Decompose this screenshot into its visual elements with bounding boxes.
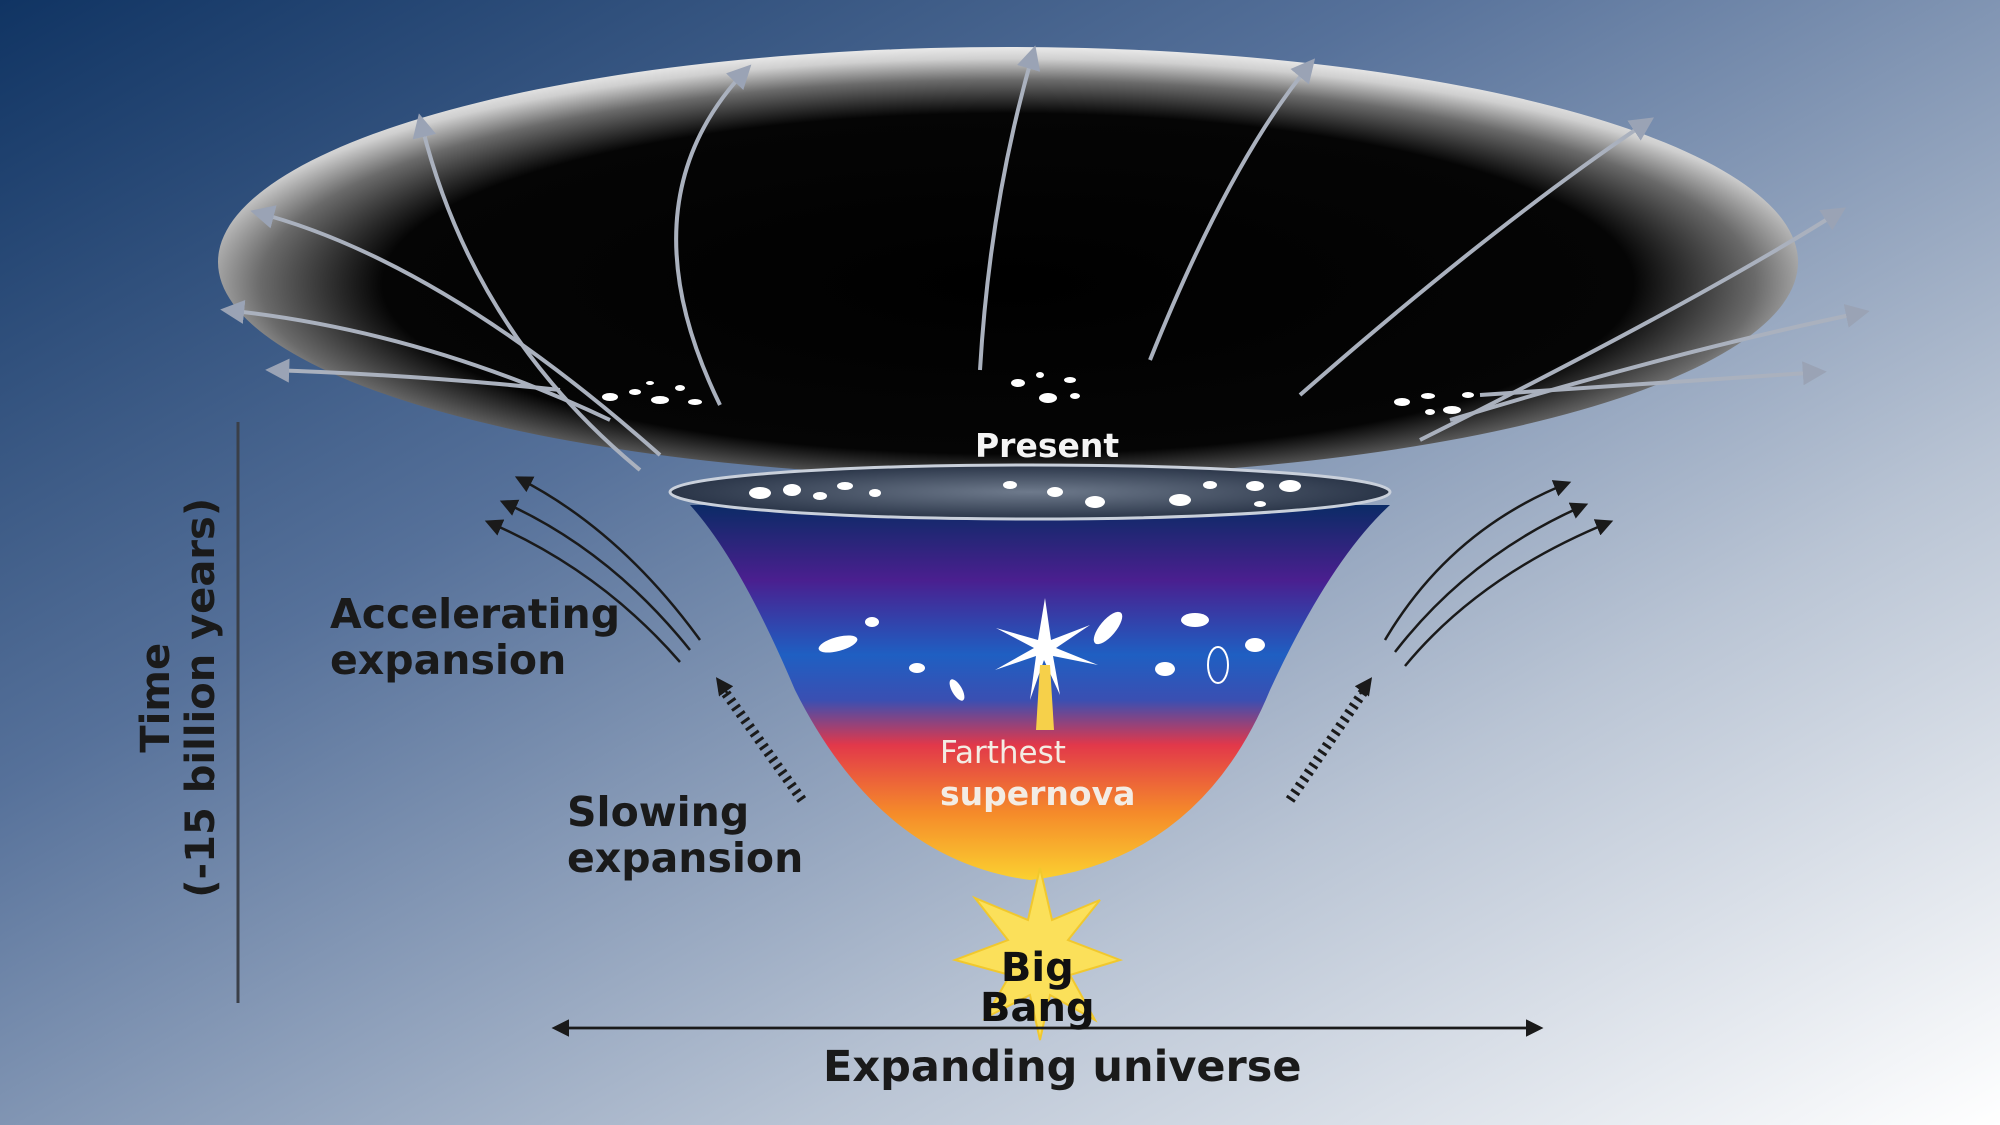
accelerating-expansion-label: Accelerating expansion xyxy=(330,590,621,684)
left-accelerating-arrows xyxy=(484,476,702,663)
slowing-expansion-line2: expansion xyxy=(567,833,804,882)
farthest-supernova-label-line2: supernova xyxy=(940,774,1136,813)
slowing-expansion-line1: Slowing xyxy=(567,788,750,836)
time-label-line2: (-15 billion years) xyxy=(178,498,224,898)
big-bang-line2: Bang xyxy=(980,985,1095,1031)
time-axis-label: Time (-15 billion years) xyxy=(133,498,225,898)
big-bang-label: Big Bang xyxy=(980,948,1095,1028)
right-slowing-arrow xyxy=(1285,677,1373,803)
farthest-supernova-label-line1: Farthest xyxy=(940,735,1066,771)
present-label: Present xyxy=(975,426,1120,465)
present-disc xyxy=(668,463,1392,521)
present-galaxies xyxy=(749,480,1301,508)
bowl-expansion-arrows xyxy=(220,45,1870,472)
slowing-expansion-label: Slowing expansion xyxy=(567,788,804,882)
accelerating-expansion-line2: expansion xyxy=(330,635,567,684)
accelerating-expansion-line1: Accelerating xyxy=(330,590,621,638)
left-slowing-arrow xyxy=(715,677,807,803)
right-accelerating-arrows xyxy=(1383,480,1614,667)
big-bang-burst xyxy=(951,867,1124,1041)
time-label-line1: Time xyxy=(133,643,180,753)
supernova-star xyxy=(995,598,1098,700)
big-bang-line1: Big xyxy=(1000,945,1074,991)
galaxy-clusters xyxy=(602,372,1474,415)
supernova-beam xyxy=(1036,665,1054,730)
funnel-galaxies xyxy=(818,611,1265,701)
expanding-universe-label: Expanding universe xyxy=(823,1042,1302,1092)
expansion-bowl xyxy=(218,47,1798,477)
